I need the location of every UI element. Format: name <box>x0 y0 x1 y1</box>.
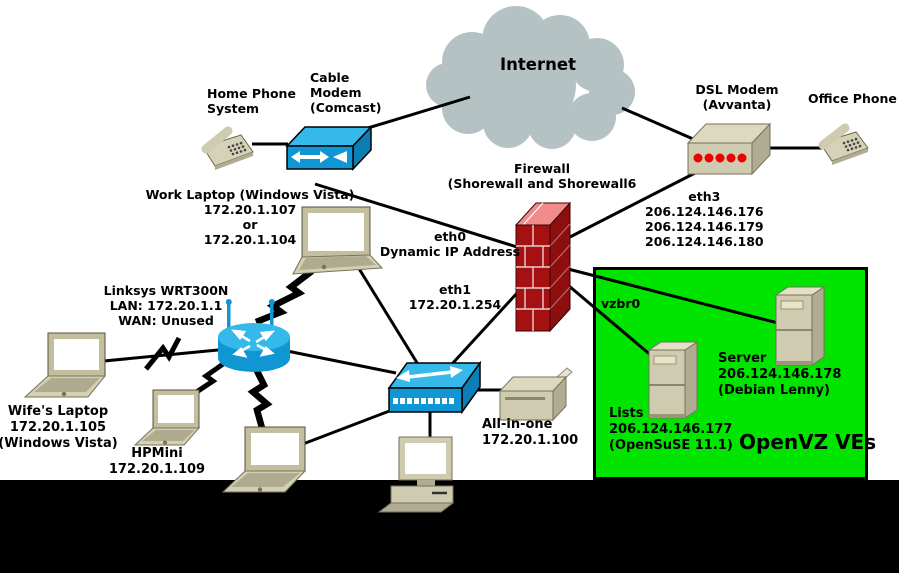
eth3-label: eth3 206.124.146.176 206.124.146.179 206… <box>645 189 764 249</box>
bottom-laptop-icon <box>221 426 307 493</box>
office-phone-label: Office Phone <box>808 91 897 106</box>
lists-tower-icon <box>647 341 699 419</box>
link-firewall-server-vzbr0 <box>567 267 779 325</box>
linksys-router-label: Linksys WRT300N LAN: 172.20.1.1 WAN: Unu… <box>103 283 229 328</box>
home-phone-label: Home Phone System <box>207 86 296 116</box>
eth0-label: eth0 Dynamic IP Address <box>379 229 521 259</box>
hpmini-label: HPMini 172.20.1.109 <box>108 446 206 477</box>
vzbr0-label: vzbr0 <box>601 296 641 311</box>
openvz-ves-label: OpenVZ VEs <box>739 430 877 454</box>
all-in-one-label: All-in-one 172.20.1.100 <box>482 417 579 448</box>
internet-cloud-icon <box>426 6 635 149</box>
wireless-router-icon <box>218 299 290 372</box>
link-internet-dslmodem <box>621 106 701 144</box>
server-tower-icon <box>774 286 826 366</box>
wireless-links <box>144 268 314 429</box>
lists-ve-label: Lists 206.124.146.177 (OpenSuSE 11.1) <box>609 406 733 453</box>
link-cablemodem-internet <box>357 95 471 133</box>
wired-links <box>103 95 822 446</box>
server-ve-label: Server 206.124.146.178 (Debian Lenny) <box>718 351 842 398</box>
office-phone-icon <box>818 123 869 165</box>
link-cablemodem-firewall-eth0 <box>314 182 518 249</box>
desktop-computer-icon <box>377 436 455 513</box>
ethernet-switch-icon <box>387 360 482 415</box>
wifes-laptop-label: Wife's Laptop 172.20.1.105 (Windows Vist… <box>0 404 118 451</box>
link-firewall-lists-vzbr0 <box>568 284 654 359</box>
firewall-icon <box>514 201 572 333</box>
dsl-modem-icon <box>686 122 772 176</box>
all-in-one-printer-icon <box>498 367 573 422</box>
link-router-switch <box>286 349 397 375</box>
work-laptop-icon <box>292 206 384 275</box>
link-firewall-switch-eth1 <box>450 290 520 366</box>
internet-label-line: Internet <box>500 55 576 74</box>
wifes-laptop-icon <box>23 332 107 398</box>
firewall-label: Firewall (Shorewall and Shorewall6 <box>447 161 637 191</box>
cable-modem-icon <box>285 125 373 171</box>
dsl-modem-label: DSL Modem (Avvanta) <box>695 82 779 112</box>
bolt-router-bottomlaptop-icon <box>247 367 273 429</box>
bolt-worklaptop-router-icon <box>254 268 314 326</box>
bolt-hpmini-router-icon <box>193 361 225 396</box>
link-wifeslaptop-router <box>103 348 219 363</box>
work-laptop-label: Work Laptop (Windows Vista) 172.20.1.107… <box>145 187 355 247</box>
internet-label: Internet <box>500 55 576 74</box>
eth1-label: eth1 172.20.1.254 <box>408 282 502 312</box>
bolt-wifeslaptop-router-icon <box>144 336 182 371</box>
link-bottomlaptop-switch <box>302 408 393 446</box>
link-worklaptop-switch <box>356 266 421 367</box>
link-dslmodem-firewall-eth3 <box>569 170 698 239</box>
home-phone-icon <box>201 126 254 170</box>
cable-modem-label: Cable Modem (Comcast) <box>310 70 382 115</box>
hpmini-icon <box>133 389 201 446</box>
